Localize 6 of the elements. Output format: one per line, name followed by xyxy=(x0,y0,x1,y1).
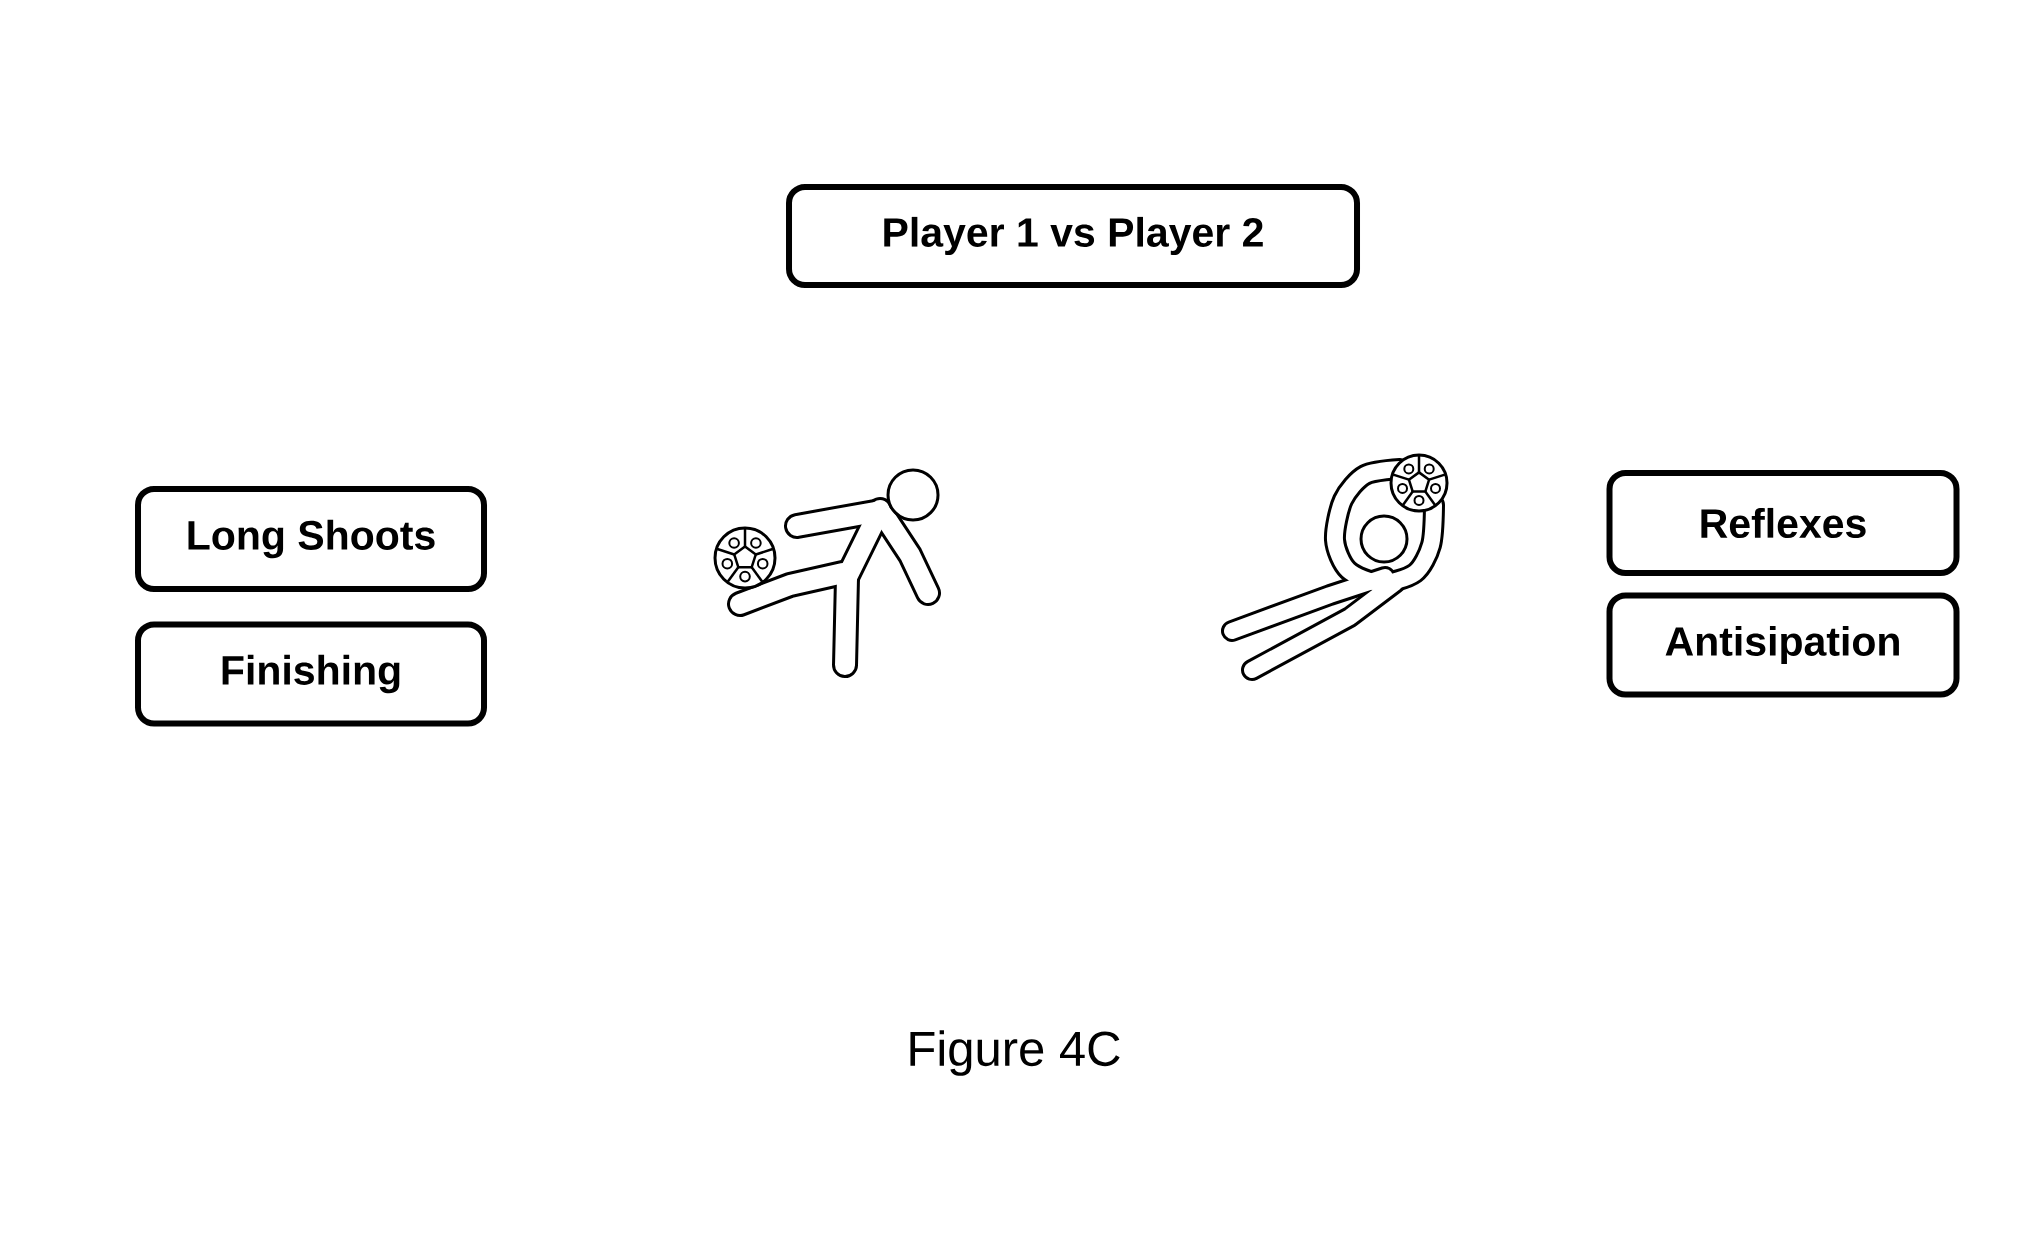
skill-box: Antisipation xyxy=(1606,592,1960,698)
caption: Figure 4C xyxy=(910,1030,1120,1076)
skill-box: Finishing xyxy=(135,621,487,727)
skill-box: Reflexes xyxy=(1606,470,1960,576)
title-box: Player 1 vs Player 2 xyxy=(786,184,1360,288)
skill-box: Long Shoots xyxy=(135,486,487,592)
